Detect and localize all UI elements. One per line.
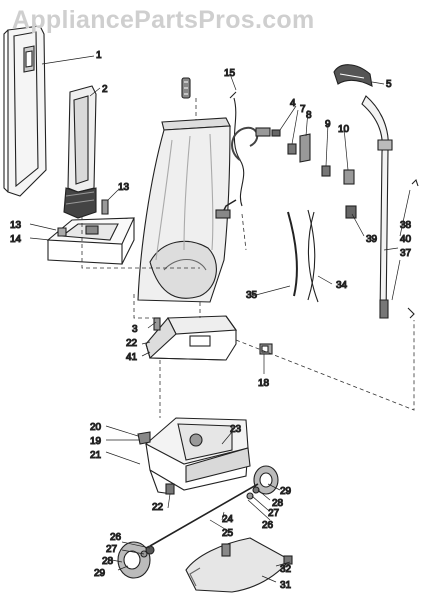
- part-41-bag-mount: [145, 315, 238, 361]
- callout-9: 9: [325, 119, 331, 130]
- callout-37: 37: [400, 248, 412, 259]
- callout-19: 19: [90, 436, 102, 447]
- callout-4: 4: [290, 98, 296, 109]
- callout-10: 10: [338, 124, 350, 135]
- part-15-bag-clip: [181, 77, 191, 99]
- callout-26-left: 26: [110, 532, 122, 543]
- callout-28-right: 28: [272, 498, 284, 509]
- part-9-10-clips: [321, 165, 355, 185]
- callout-41: 41: [126, 352, 138, 363]
- callout-40: 40: [400, 234, 412, 245]
- callout-22-bottom: 22: [152, 502, 164, 513]
- callout-13-top: 13: [118, 182, 130, 193]
- callout-3: 3: [132, 324, 138, 335]
- callout-27-left: 27: [106, 544, 118, 555]
- callout-15: 15: [224, 68, 236, 79]
- callout-8: 8: [306, 110, 312, 121]
- part-5-handle-wand: [333, 64, 393, 319]
- watermark: AppliancePartsPros.com: [12, 6, 315, 34]
- callout-27-right: 27: [268, 508, 280, 519]
- right-wheel-assembly: [246, 465, 279, 500]
- callout-28-left: 28: [102, 556, 114, 567]
- part-7-8-brackets: [287, 133, 311, 163]
- callout-20: 20: [90, 422, 102, 433]
- leader-lines: [29, 55, 411, 583]
- callout-5: 5: [386, 79, 392, 90]
- part-38-39-40: [345, 178, 419, 319]
- callout-1: 1: [96, 50, 102, 61]
- callout-7: 7: [300, 104, 306, 115]
- power-cord: [215, 91, 281, 219]
- callout-35: 35: [246, 290, 258, 301]
- part-1-rear-cover: [3, 25, 47, 197]
- part-14-handle-base: [46, 199, 135, 265]
- part-18-switch: [259, 343, 273, 355]
- callout-23: 23: [230, 424, 242, 435]
- part-3-cloth-bag: [137, 117, 231, 303]
- part-34-35-belts: [287, 209, 319, 303]
- callout-31: 31: [280, 580, 292, 591]
- assembly-guide-lines: [81, 98, 415, 418]
- callout-34: 34: [336, 280, 348, 291]
- part-25-axle: [149, 483, 259, 547]
- callout-29-left: 29: [94, 568, 106, 579]
- part-2-handle-column: [63, 85, 97, 219]
- callout-22-top: 22: [126, 338, 138, 349]
- callout-25: 25: [222, 528, 234, 539]
- callout-26-right: 26: [262, 520, 274, 531]
- callout-18: 18: [258, 378, 270, 389]
- callout-labels: 1 2 15 5 4 7 8 9 10 13 13 14 38 40 39 37…: [9, 49, 412, 591]
- callout-24: 24: [222, 514, 234, 525]
- callout-2: 2: [102, 84, 108, 95]
- callout-39: 39: [366, 234, 378, 245]
- part-23-base-housing: [137, 417, 251, 495]
- callout-29-right: 29: [280, 486, 292, 497]
- callout-32: 32: [280, 564, 292, 575]
- callout-21: 21: [90, 450, 102, 461]
- callout-14: 14: [10, 234, 22, 245]
- part-31-bottom-plate: [185, 537, 293, 593]
- callout-13-left: 13: [10, 220, 22, 231]
- callout-38: 38: [400, 220, 412, 231]
